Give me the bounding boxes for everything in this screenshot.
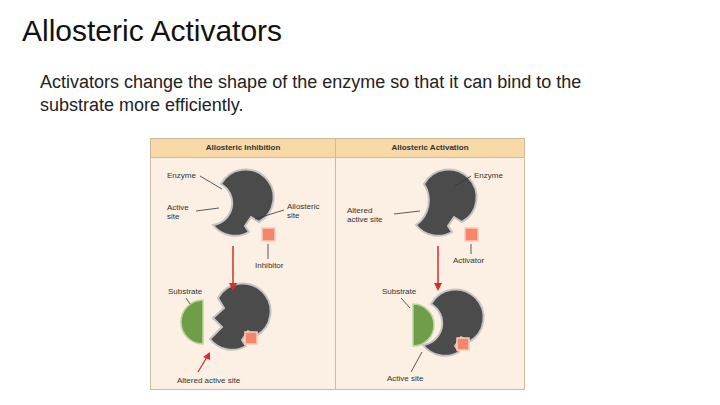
part-label: Substrate	[168, 287, 202, 296]
panel-ground	[150, 138, 525, 390]
part-label: Altered active site	[347, 206, 395, 224]
arrow-head	[434, 283, 442, 291]
activator-square	[465, 228, 478, 241]
inhibitor-square	[245, 332, 257, 344]
enzyme-shape	[416, 169, 477, 235]
panel-heading: Allosteric Inhibition	[151, 139, 335, 158]
part-label: Substrate	[382, 287, 416, 296]
slide-text: Activators change the shape of the enzym…	[40, 71, 646, 117]
part-label: Allosteric site	[287, 202, 329, 220]
step-arrow	[232, 246, 234, 284]
activator-square	[457, 338, 469, 350]
part-label: Inhibitor	[255, 261, 283, 270]
part-label: Active site	[387, 374, 423, 383]
enzyme-shape	[210, 283, 271, 349]
part-label: Altered active site	[177, 376, 240, 385]
inhibitor-square	[262, 228, 275, 241]
slide-title: Allosteric Activators	[22, 14, 282, 48]
substrate-shape	[413, 304, 434, 346]
step-arrow	[437, 246, 439, 284]
arrow-head	[229, 283, 237, 291]
pointer-arrow	[198, 357, 207, 372]
arrow-head	[203, 352, 210, 360]
substrate-shape	[181, 300, 203, 344]
part-label: Activator	[453, 256, 484, 265]
part-label: Active site	[167, 203, 197, 221]
part-label: Enzyme	[474, 171, 503, 180]
panel-heading: Allosteric Activation	[336, 139, 524, 158]
leader-lines	[186, 176, 471, 372]
part-label: Enzyme	[167, 171, 196, 180]
enzyme-shape	[213, 169, 274, 235]
